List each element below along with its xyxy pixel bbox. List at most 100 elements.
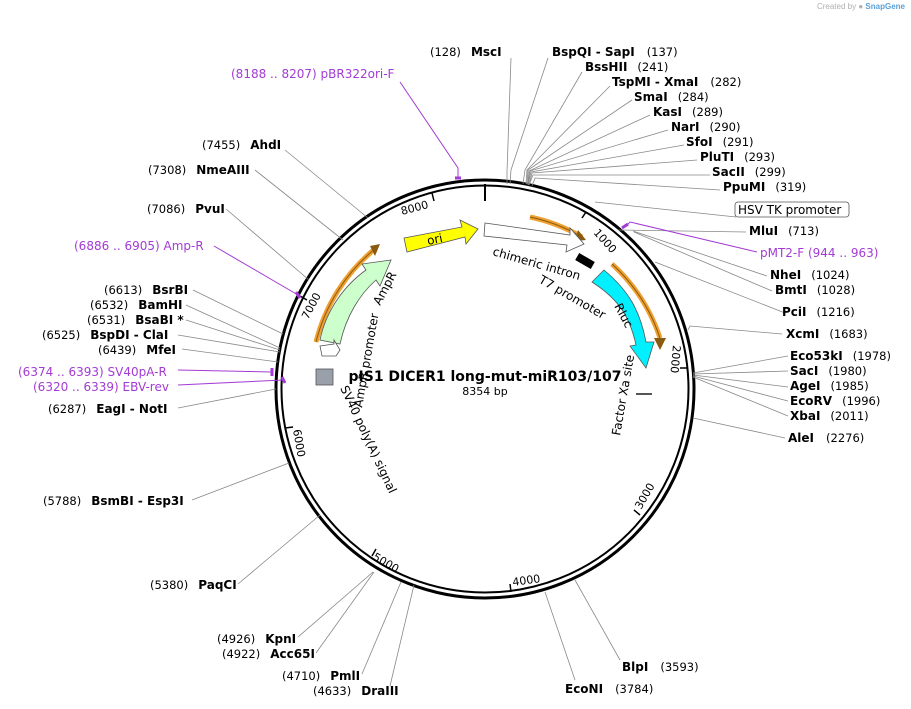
hsv-tk-box[interactable] xyxy=(734,201,850,218)
site-sfoi[interactable]: SfoI(291) xyxy=(686,135,754,149)
primer-pbr322ori-f[interactable]: (8188 .. 8207) pBR322ori-F xyxy=(231,67,395,81)
site-nari[interactable]: NarI(290) xyxy=(671,120,740,134)
site-draiii[interactable]: (4633)DraIII xyxy=(313,684,399,698)
primer-leaders xyxy=(177,81,758,386)
tick-label-3000: 3000 xyxy=(632,481,657,512)
site-eco53ki[interactable]: Eco53kI(1978) xyxy=(790,349,891,363)
factor-xa-site-label: Factor Xa site xyxy=(609,354,637,437)
plasmid-name: pIS1 DICER1 long-mut-miR103/107 xyxy=(349,369,622,385)
mark-pmt2-f xyxy=(621,222,629,230)
leader-smai xyxy=(526,99,633,185)
features: ori chimeric intron T7 promoter Rluc Fac… xyxy=(315,219,655,495)
site-bspdi-clai[interactable]: (6525)BspDI - ClaI xyxy=(42,328,168,342)
site-mlui[interactable]: MluI(713) xyxy=(749,224,819,238)
site-saci[interactable]: SacI(1980) xyxy=(790,364,867,378)
hsv-tk-label: HSV TK promoter xyxy=(738,203,841,217)
mark-ebv-rev xyxy=(280,376,287,384)
chimeric-intron-arrow[interactable] xyxy=(483,222,585,253)
sv40-polya-box[interactable] xyxy=(315,368,334,386)
ampr-promoter-arrow[interactable] xyxy=(319,338,341,357)
site-sacii[interactable]: SacII(299) xyxy=(712,165,786,179)
site-agei[interactable]: AgeI(1985) xyxy=(790,379,869,393)
plasmid-size: 8354 bp xyxy=(462,385,507,398)
primer-ebv-rev[interactable]: (6320 .. 6339) EBV-rev xyxy=(33,380,169,394)
leader-ppumi xyxy=(531,177,721,191)
leader-blpi xyxy=(574,579,621,661)
leader-pbr322ori-f xyxy=(399,81,459,178)
site-alei[interactable]: AleI(2276) xyxy=(788,431,864,445)
primer-pmt2-f[interactable]: pMT2-F (944 .. 963) xyxy=(760,246,878,260)
leader-bmti xyxy=(633,231,773,292)
credit-brand: SnapGene xyxy=(865,2,905,11)
site-ahdi[interactable]: (7455)AhdI xyxy=(202,138,281,152)
leader-alei xyxy=(692,417,786,439)
leader-bsshii xyxy=(522,71,583,185)
site-bamhi[interactable]: (6532)BamHI xyxy=(90,298,183,312)
leader-msci xyxy=(506,57,512,184)
leader-pluti xyxy=(528,159,698,186)
site-kpni[interactable]: (4926)KpnI xyxy=(217,632,296,646)
site-nhei[interactable]: NheI(1024) xyxy=(770,268,849,282)
leader-pvui xyxy=(225,208,310,281)
tick-1000 xyxy=(581,211,587,219)
leader-ecorv xyxy=(692,375,789,402)
tick-8000 xyxy=(431,192,435,202)
mark-amp-r xyxy=(294,291,302,299)
leader-drai xyxy=(389,584,415,687)
leader-kasi xyxy=(527,114,651,185)
site-eagi-noti[interactable]: (6287)EagI - NotI xyxy=(48,402,167,416)
tick-3000 xyxy=(633,509,641,516)
t7-promoter-box[interactable] xyxy=(575,253,595,269)
leader-sfoi xyxy=(527,144,685,186)
site-pcii[interactable]: PciI(1216) xyxy=(782,305,855,319)
tick-7000 xyxy=(299,295,308,301)
leader-acc65i xyxy=(315,571,375,654)
rluc-arrow[interactable] xyxy=(591,269,655,369)
site-kasi[interactable]: KasI(289) xyxy=(653,105,723,119)
highlight-arc-left-inner xyxy=(315,247,377,343)
site-blpi[interactable]: BlpI(3593) xyxy=(622,660,699,674)
sv40-polya-label: SV40 poly(A) signal xyxy=(337,383,399,495)
site-ppumi[interactable]: PpuMI(319) xyxy=(723,180,806,194)
leader-amp-r xyxy=(213,245,299,296)
site-paqci[interactable]: (5380)PaqCI xyxy=(150,578,237,592)
site-acc65i[interactable]: (4922)Acc65I xyxy=(222,647,315,661)
leader-bsrbi xyxy=(192,289,284,335)
site-tspmi-xmai[interactable]: TspMI - XmaI(282) xyxy=(612,75,741,89)
site-pluti[interactable]: PluTI(293) xyxy=(700,150,775,164)
leader-tspmi xyxy=(525,85,611,185)
leader-xcmi xyxy=(687,325,783,335)
site-ecorv[interactable]: EcoRV(1996) xyxy=(790,394,880,408)
ori-arrow[interactable] xyxy=(403,219,479,253)
site-econi[interactable]: EcoNI(3784) xyxy=(565,682,653,696)
primer-sv40pa-r[interactable]: (6374 .. 6393) SV40pA-R xyxy=(18,365,167,379)
site-bspqi-sapi[interactable]: BspQI - SapI(137) xyxy=(552,45,678,59)
site-nmeaiii[interactable]: (7308)NmeAIII xyxy=(148,163,250,177)
tick-5000 xyxy=(371,548,377,557)
site-xbai[interactable]: XbaI(2011) xyxy=(790,409,869,423)
highlight-arcs xyxy=(313,214,666,350)
site-leaders xyxy=(177,57,789,687)
site-msci[interactable]: (128)MscI xyxy=(430,45,502,59)
ampr-arrow[interactable] xyxy=(319,259,392,345)
leader-ebv-rev xyxy=(177,379,284,386)
site-xcmi[interactable]: XcmI(1683) xyxy=(786,327,868,341)
site-pmli[interactable]: (4710)PmlI xyxy=(282,669,360,683)
tick-4000 xyxy=(509,583,512,593)
site-pvui[interactable]: (7086)PvuI xyxy=(147,202,225,216)
site-bsabi[interactable]: (6531)BsaBI * xyxy=(87,313,184,327)
site-bmti[interactable]: BmtI(1028) xyxy=(775,283,855,297)
leader-kpni xyxy=(297,571,374,638)
site-bsrbi[interactable]: (6613)BsrBI xyxy=(104,283,188,297)
highlight-arrow-left xyxy=(370,244,380,256)
site-bsshii[interactable]: BssHII(241) xyxy=(585,60,668,74)
tick-label-6000: 6000 xyxy=(290,428,308,458)
tick-label-2000: 2000 xyxy=(668,345,683,374)
site-mfei[interactable]: (6439)MfeI xyxy=(98,343,176,357)
site-bsmbi-esp3i[interactable]: (5788)BsmBI - Esp3I xyxy=(43,494,184,508)
primer-amp-r[interactable]: (6886 .. 6905) Amp-R xyxy=(74,239,204,253)
site-smai[interactable]: SmaI(284) xyxy=(634,90,709,104)
leader-nmeaiii xyxy=(254,169,344,241)
leader-nhei xyxy=(632,230,768,277)
leader-bspdi xyxy=(177,334,281,353)
